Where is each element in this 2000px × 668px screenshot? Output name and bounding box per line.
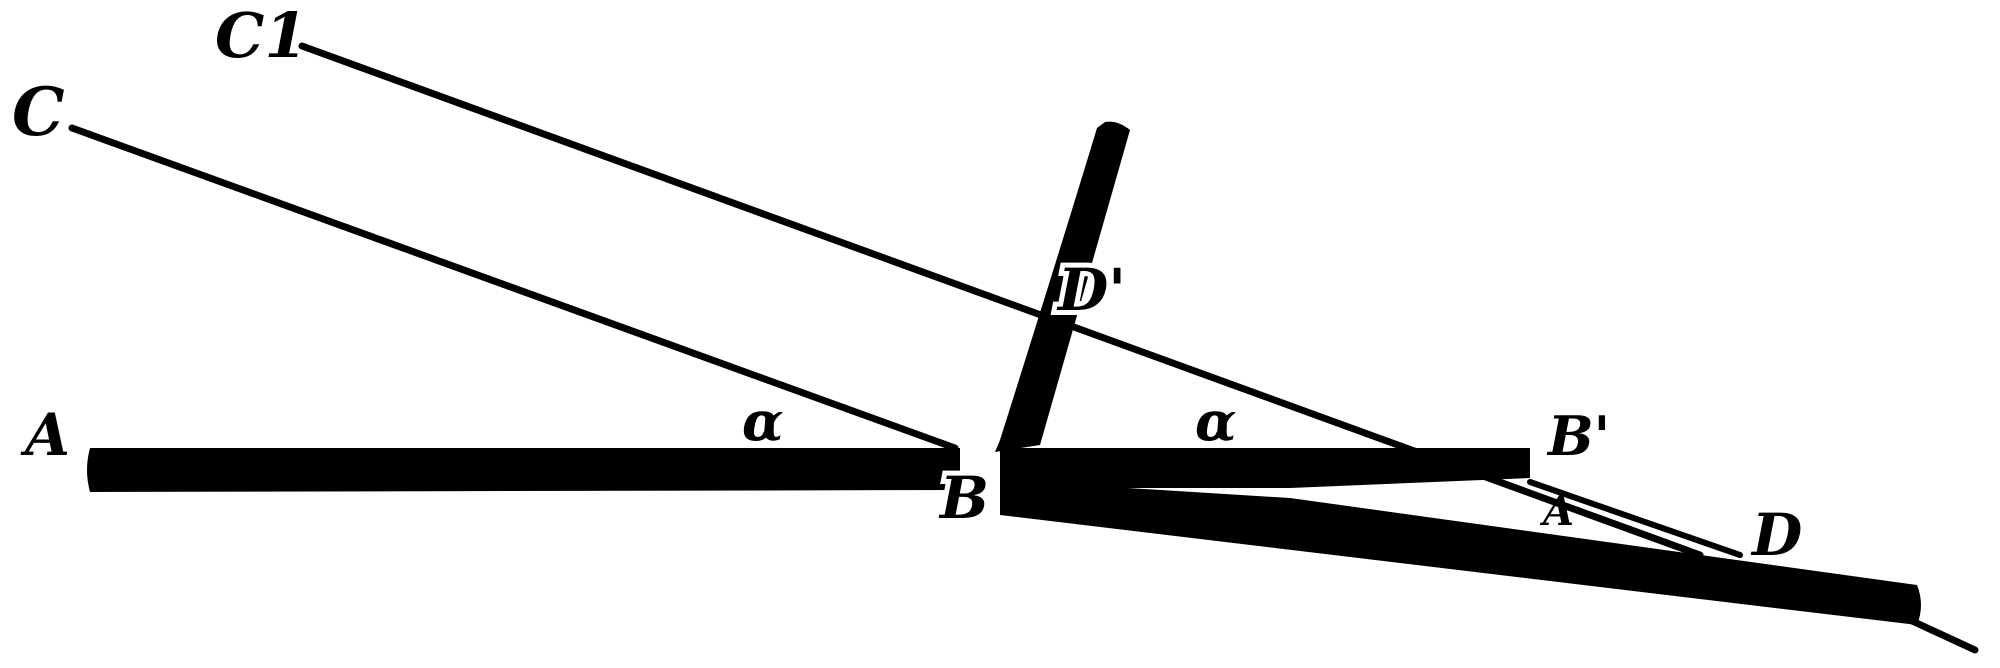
label-a-right: A — [1539, 488, 1574, 535]
label-b: B — [938, 464, 989, 532]
label-d: D — [1750, 501, 1802, 569]
thick-bar-b-slanted — [1000, 480, 1921, 625]
thick-bar-a-b — [87, 448, 960, 492]
label-c: C — [12, 73, 65, 151]
line-c-to-b — [68, 124, 959, 452]
thick-bar-perpendicular — [995, 121, 1130, 453]
label-d-prime: D' — [1056, 256, 1126, 324]
label-c1: C1 — [215, 0, 308, 72]
label-alpha-right: α — [1195, 389, 1237, 453]
line-extension-right — [1906, 616, 1979, 654]
label-a-left: A — [20, 401, 70, 469]
line-bprime-to-d — [1527, 479, 1743, 558]
label-alpha-left: α — [742, 389, 784, 453]
thick-bar-b-bprime — [1000, 448, 1530, 488]
label-b-prime: B' — [1546, 404, 1610, 468]
